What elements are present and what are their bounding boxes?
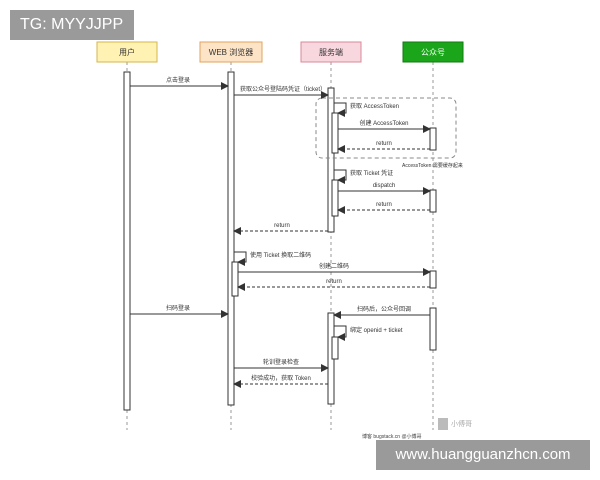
browser-activation-qr xyxy=(231,261,239,297)
official-activation-1 xyxy=(429,127,437,151)
msg-exchange-qr-arrow xyxy=(234,251,247,266)
msg-callback-label: 扫码后，公众号回调 xyxy=(357,305,411,313)
participant-official: 公众号 xyxy=(402,41,464,63)
official-activation-2 xyxy=(429,189,437,213)
participant-user-label: 用户 xyxy=(119,47,135,57)
msg-get-ticket-self-label: 获取 Ticket 凭证 xyxy=(350,169,393,177)
msg-click-login-label: 点击登录 xyxy=(166,76,190,84)
msg-get-accesstoken-label: 获取 AccessToken xyxy=(350,102,399,110)
msg-get-ticket-label: 获取公众号登陆码凭证（ticket） xyxy=(240,85,326,93)
msg-return-3-label: return xyxy=(274,223,290,229)
msg-bind-openid-arrow xyxy=(334,325,347,341)
server-activation-3 xyxy=(331,179,339,217)
footer-credit: 博客 bugstack.cn @小傅哥 xyxy=(362,433,422,440)
server-activation-1 xyxy=(327,87,335,233)
url-badge[interactable]: www.huangguanzhcn.com xyxy=(376,440,590,470)
msg-exchange-qr-label: 使用 Ticket 换取二维码 xyxy=(250,251,311,259)
participant-server-label: 服务端 xyxy=(319,47,343,57)
msg-return-2-label: return xyxy=(376,202,392,208)
msg-get-accesstoken-arrow xyxy=(334,102,347,117)
msg-create-qr-label: 创建二维码 xyxy=(319,262,349,270)
browser-activation-main xyxy=(227,71,235,406)
official-activation-4 xyxy=(429,307,437,351)
watermark-label: 小傅哥 xyxy=(451,419,472,428)
msg-return-1-label: return xyxy=(376,141,392,147)
participant-official-label: 公众号 xyxy=(421,48,445,57)
msg-scan-login-label: 扫码登录 xyxy=(166,304,190,312)
msg-poll-check-label: 轮训登录检查 xyxy=(263,358,299,366)
participant-server: 服务端 xyxy=(300,41,362,63)
participant-browser: WEB 浏览器 xyxy=(199,41,263,63)
server-activation-5 xyxy=(331,336,339,360)
server-activation-2 xyxy=(331,112,339,154)
msg-verify-success-label: 校验成功，获取 Token xyxy=(251,374,311,382)
msg-get-ticket-self-arrow xyxy=(334,169,347,184)
msg-bind-openid-label: 绑定 openid + ticket xyxy=(350,326,403,334)
msg-create-accesstoken-label: 创建 AccessToken xyxy=(359,119,408,127)
official-activation-3 xyxy=(429,270,437,289)
access-token-group-box xyxy=(315,97,457,159)
msg-dispatch-label: dispatch xyxy=(373,183,395,189)
participant-browser-label: WEB 浏览器 xyxy=(209,47,253,57)
cache-note: AccessToken 需要缓存起来 xyxy=(402,162,463,169)
msg-return-4-label: return xyxy=(326,279,342,285)
user-activation xyxy=(123,71,131,411)
watermark-logo: 小傅哥 xyxy=(438,418,472,430)
tg-badge: TG: MYYJJPP xyxy=(10,10,134,40)
participant-user: 用户 xyxy=(96,41,158,63)
